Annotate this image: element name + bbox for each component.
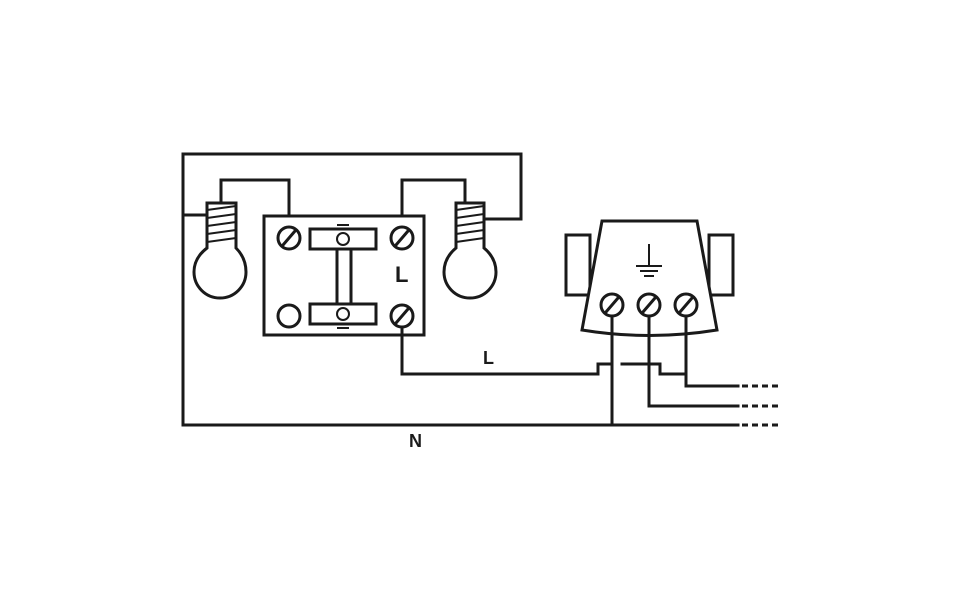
neutral-wire-label: N <box>409 431 422 451</box>
left-lamp-icon <box>192 201 248 300</box>
live-wire <box>400 325 612 376</box>
switch-terminal-top-left <box>276 225 302 251</box>
switch-terminal-bottom-right <box>389 303 415 329</box>
top-loop-wire <box>181 152 523 427</box>
right-lamp-switch-wire <box>400 178 467 228</box>
junction-terminal-left <box>599 292 625 318</box>
junction-terminal-right <box>673 292 699 318</box>
supply-continuation <box>742 384 778 427</box>
left-lamp-switch-wire <box>219 178 291 228</box>
junction-terminal-center <box>636 292 662 318</box>
switch-terminal-top-right <box>389 225 415 251</box>
switch-terminal-bottom-left <box>276 303 302 329</box>
two-way-switch: L <box>262 214 426 337</box>
supply-wire-live <box>620 362 740 388</box>
right-lamp-icon <box>442 201 498 300</box>
junction-box <box>564 219 735 337</box>
live-wire-label: L <box>483 348 494 368</box>
switch-terminal-label: L <box>395 262 408 287</box>
earth-ground-icon <box>636 244 662 277</box>
supply-wire-neutral <box>610 314 740 427</box>
supply-wire-earth <box>647 314 740 408</box>
